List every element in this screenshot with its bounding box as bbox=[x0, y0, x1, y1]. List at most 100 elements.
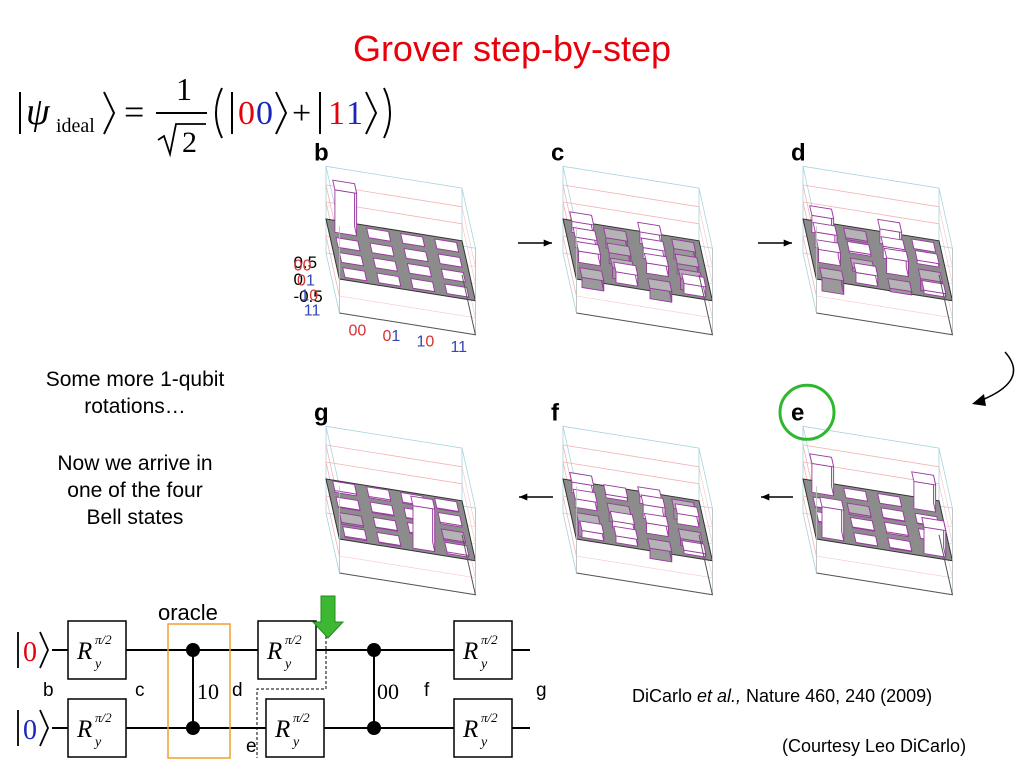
arrow-f-to-g-head bbox=[519, 493, 528, 501]
matrix-bar bbox=[372, 516, 398, 532]
bar-face bbox=[403, 248, 429, 263]
z-tick-label: -0.5 bbox=[293, 287, 322, 306]
bar-face bbox=[821, 506, 845, 542]
bar-face bbox=[640, 237, 666, 252]
matrix-bar bbox=[849, 516, 875, 532]
paren-right bbox=[383, 87, 391, 139]
bar-face bbox=[369, 242, 395, 257]
bar-face bbox=[877, 493, 903, 508]
ket-angle bbox=[39, 631, 49, 669]
bar-face bbox=[569, 471, 595, 487]
bar-face bbox=[819, 496, 845, 511]
plot-label-d: d bbox=[791, 139, 806, 166]
bar-face bbox=[579, 520, 605, 535]
plot-axis bbox=[339, 274, 477, 336]
matrix-bar bbox=[342, 267, 368, 282]
input-ket-bottom: 0 bbox=[17, 709, 49, 747]
step-label-f: f bbox=[424, 680, 430, 701]
matrix-bar bbox=[681, 540, 707, 558]
gate-superscript: π/2 bbox=[481, 632, 498, 647]
bar-face bbox=[440, 528, 466, 543]
bar-face bbox=[369, 501, 395, 516]
matrix-bar bbox=[342, 526, 368, 542]
bar-face bbox=[914, 250, 940, 265]
matrix-bar bbox=[335, 237, 361, 252]
bar-face bbox=[603, 484, 629, 499]
bar-face bbox=[342, 526, 368, 541]
plot-axis bbox=[816, 274, 954, 336]
gate-superscript: π/2 bbox=[95, 632, 112, 647]
col-tick-label: 00 bbox=[348, 323, 366, 340]
second-cz-dot-bottom bbox=[367, 721, 381, 735]
ket-a-digit2: 0 bbox=[256, 95, 273, 132]
matrix-bar bbox=[376, 272, 402, 287]
matrix-bar bbox=[887, 537, 913, 553]
bar-face bbox=[342, 267, 368, 282]
input-ket-top: 0 bbox=[17, 631, 49, 669]
matrix-bar bbox=[603, 484, 629, 502]
ket-b-digit2: 1 bbox=[346, 95, 363, 132]
bar-face bbox=[338, 512, 364, 527]
bar-face bbox=[815, 239, 841, 254]
bar-face bbox=[923, 526, 947, 558]
plot-axis bbox=[339, 534, 477, 596]
matrix-bar bbox=[681, 273, 707, 298]
bar-face bbox=[606, 242, 632, 257]
sqrt-symbol bbox=[157, 123, 206, 158]
bar-face bbox=[372, 257, 398, 272]
matrix-bar bbox=[369, 501, 395, 517]
fraction-denominator: 2 bbox=[182, 126, 197, 159]
gate-subscript: y bbox=[283, 657, 292, 672]
bar-face bbox=[809, 453, 835, 468]
matrix-bar bbox=[437, 512, 463, 528]
plot-c: c bbox=[551, 139, 714, 336]
page-title: Grover step-by-step bbox=[352, 28, 672, 69]
bar-face bbox=[887, 537, 913, 552]
matrix-bar bbox=[400, 233, 426, 248]
z-tick-label: 0 bbox=[293, 270, 302, 289]
oracle-value: 10 bbox=[197, 679, 219, 704]
bar-face bbox=[637, 221, 663, 236]
bar-face bbox=[846, 240, 872, 256]
matrix-bar bbox=[613, 261, 639, 287]
gate-superscript: π/2 bbox=[95, 710, 112, 725]
fraction-numerator: 1 bbox=[176, 71, 192, 107]
bar-face bbox=[887, 278, 913, 293]
bar-face bbox=[410, 495, 436, 510]
ket-digit: 0 bbox=[23, 637, 37, 668]
gate-box bbox=[67, 620, 127, 680]
ideal-state-formula: ψ ideal = 1 2 0 0 + 1 1 bbox=[19, 71, 391, 159]
ket-a-digit1: 0 bbox=[238, 95, 255, 132]
matrix-bar bbox=[846, 240, 872, 257]
gate-box bbox=[67, 698, 127, 758]
matrix-bar bbox=[647, 278, 673, 303]
matrix-bar bbox=[880, 507, 906, 523]
bar-face bbox=[913, 480, 937, 513]
plot-label-f: f bbox=[551, 399, 560, 426]
bar-face bbox=[883, 521, 909, 536]
ket-b-angle bbox=[365, 91, 378, 135]
matrix-bar bbox=[877, 493, 903, 508]
oracle-cz-dot-bottom bbox=[186, 721, 200, 735]
bar-face bbox=[410, 278, 436, 293]
gate-subscript: y bbox=[93, 657, 102, 672]
gate-symbol: R bbox=[266, 638, 282, 665]
gate-subscript: y bbox=[291, 735, 300, 750]
bar-face bbox=[366, 486, 392, 501]
matrix-bar bbox=[911, 471, 937, 513]
matrix-bar bbox=[843, 487, 869, 502]
bar-face bbox=[677, 528, 703, 543]
matrix-bar bbox=[444, 541, 470, 558]
gate-superscript: π/2 bbox=[481, 710, 498, 725]
plot-axis bbox=[816, 534, 954, 596]
plot-g: g bbox=[314, 399, 477, 596]
matrix-bar bbox=[911, 238, 937, 253]
bar-face bbox=[366, 227, 392, 242]
gate-subscript: y bbox=[479, 735, 488, 750]
bar-face bbox=[437, 253, 463, 268]
ket-angle bbox=[39, 709, 49, 747]
